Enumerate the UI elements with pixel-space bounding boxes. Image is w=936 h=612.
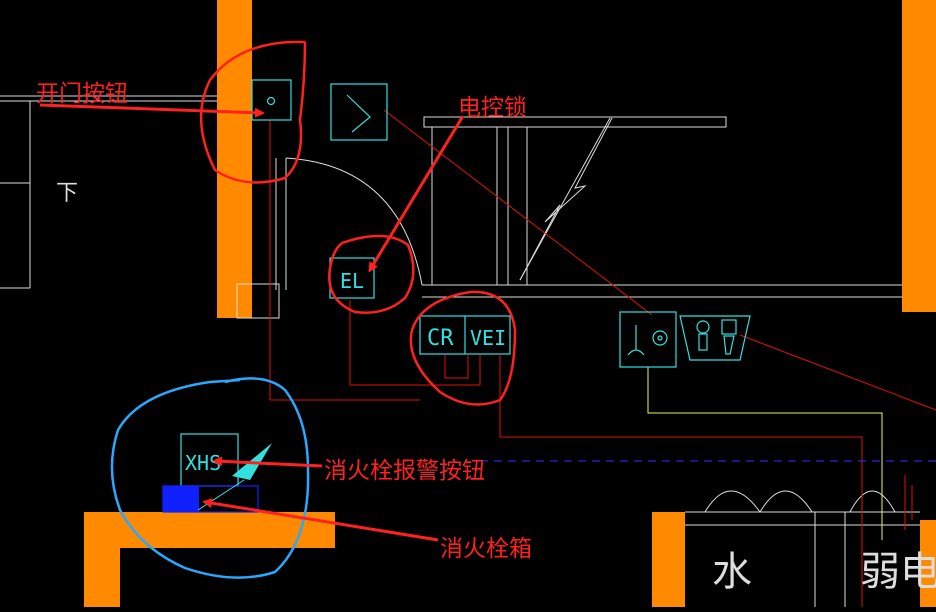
label-electric-lock: 电控锁 [458, 95, 527, 121]
door-button-symbol [251, 79, 292, 121]
circle-el [328, 234, 415, 314]
label-door-button: 开门按钮 [36, 81, 128, 107]
water-label: 水 [712, 549, 752, 595]
walls [84, 0, 936, 607]
arrow-hydrant-alarm [212, 456, 323, 468]
circle-door-button [199, 40, 307, 184]
circle-cr-vei [409, 290, 517, 406]
wall-column-right [902, 0, 936, 312]
el-symbol: EL [329, 257, 375, 299]
highlight-circles-red [199, 40, 517, 406]
wall-lower-middle [652, 512, 685, 607]
electric-label: 电 [900, 549, 936, 595]
xhs-label: XHS [185, 451, 221, 475]
wall-lower-left [84, 512, 335, 607]
wall-lower-right [920, 520, 936, 607]
left-stair [0, 95, 217, 289]
hydrant-box [162, 479, 259, 513]
annotation-arrows [39, 103, 465, 542]
switch-symbol [330, 83, 388, 141]
right-stair [422, 116, 902, 298]
xhs-symbol: XHS [180, 433, 239, 487]
vei-label: VEI [470, 326, 506, 350]
label-hydrant-box: 消火栓箱 [440, 536, 532, 562]
cr-vei-symbol: CR VEI [419, 315, 511, 355]
lower-fixtures [685, 490, 920, 607]
arrow-door-button [39, 103, 265, 118]
wall-column-left [217, 0, 252, 318]
el-label: EL [340, 269, 364, 293]
arrow-electric-lock [368, 115, 465, 273]
highlight-circle-hydrant [110, 377, 310, 579]
weak-label: 弱 [860, 549, 900, 595]
yellow-wiring [647, 367, 883, 540]
red-wiring [269, 109, 936, 607]
down-arrow-label: 下 [56, 181, 78, 206]
label-hydrant-alarm-button: 消火栓报警按钮 [324, 458, 485, 484]
device-symbol-b [679, 315, 751, 361]
cr-label: CR [427, 326, 454, 351]
device-symbol-a [619, 311, 677, 368]
arrow-hydrant-box [202, 498, 439, 542]
